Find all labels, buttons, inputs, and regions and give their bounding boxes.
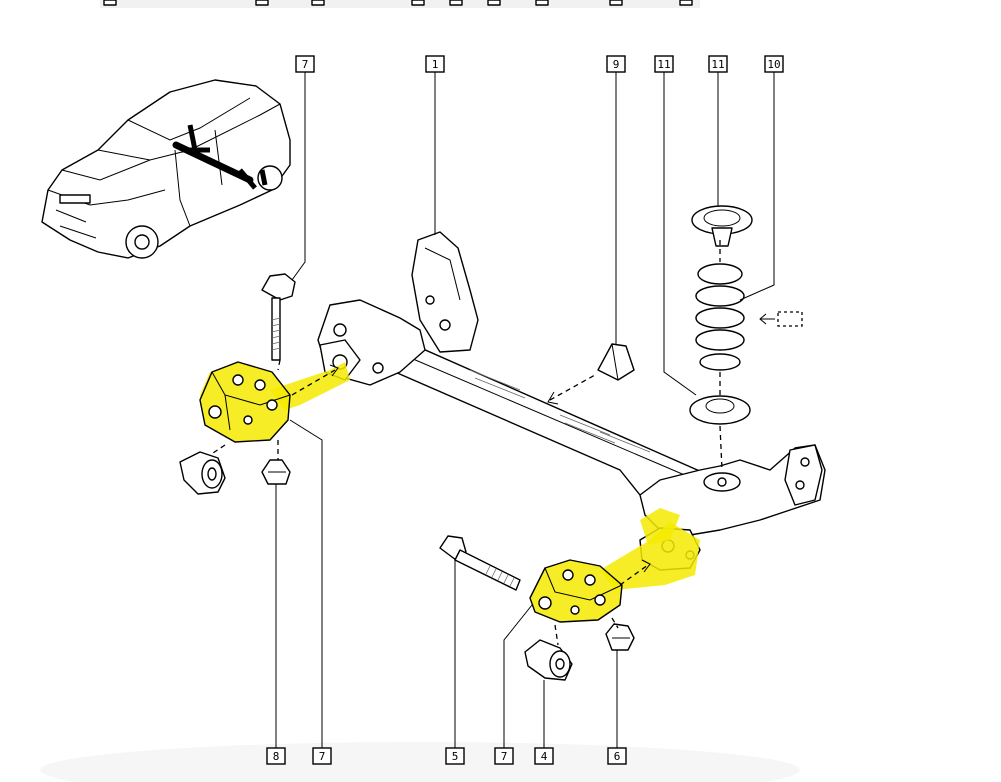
long-bolt-upper (261, 273, 296, 361)
callout-top-2: 9 (606, 55, 626, 73)
callout-number: 10 (767, 58, 780, 71)
upper-spring-seat (691, 205, 753, 247)
callout-bottom-2: 5 (445, 747, 465, 765)
callout-bottom-0: 8 (266, 747, 286, 765)
leader-lines (275, 72, 775, 748)
callout-number: 11 (711, 58, 724, 71)
scan-edge-top (100, 0, 700, 8)
assembly-lines (209, 240, 723, 646)
callout-bottom-5: 6 (607, 747, 627, 765)
callout-top-0: 7 (295, 55, 315, 73)
car-locator-icon (41, 79, 291, 259)
stop-right (605, 623, 635, 651)
stop-left (261, 459, 291, 485)
rear-axle-beam (317, 231, 826, 571)
callout-number: 7 (302, 58, 309, 71)
bushing-right (524, 639, 573, 681)
callout-bottom-4: 4 (534, 747, 554, 765)
callout-number: 4 (541, 750, 548, 763)
callout-bottom-1: 7 (312, 747, 332, 765)
callout-number: 1 (432, 58, 439, 71)
long-bolt-lower (439, 535, 521, 591)
callout-top-4: 11 (708, 55, 728, 73)
callout-number: 11 (657, 58, 670, 71)
callouts-top: 7 1 9 11 11 10 (295, 55, 784, 73)
callout-number: 7 (501, 750, 508, 763)
callout-bottom-3: 7 (494, 747, 514, 765)
coil-spring (695, 263, 745, 371)
callout-top-1: 1 (425, 55, 445, 73)
callout-top-5: 10 (764, 55, 784, 73)
reference-arrow-icon (759, 311, 803, 327)
callout-top-3: 11 (654, 55, 674, 73)
lower-spring-seat (689, 395, 751, 425)
right-bearing-bracket (529, 508, 700, 623)
callout-number: 9 (613, 58, 620, 71)
left-bearing-bracket (199, 361, 350, 443)
bushing-left (179, 451, 226, 495)
callouts-bottom: 8 7 5 7 4 6 (266, 747, 627, 765)
scan-edge-bottom (40, 742, 800, 782)
callout-number: 7 (319, 750, 326, 763)
callout-number: 6 (614, 750, 621, 763)
callout-number: 5 (452, 750, 459, 763)
top-edge-cut-callouts (103, 0, 693, 6)
callout-number: 8 (273, 750, 280, 763)
bump-stop (597, 343, 635, 381)
